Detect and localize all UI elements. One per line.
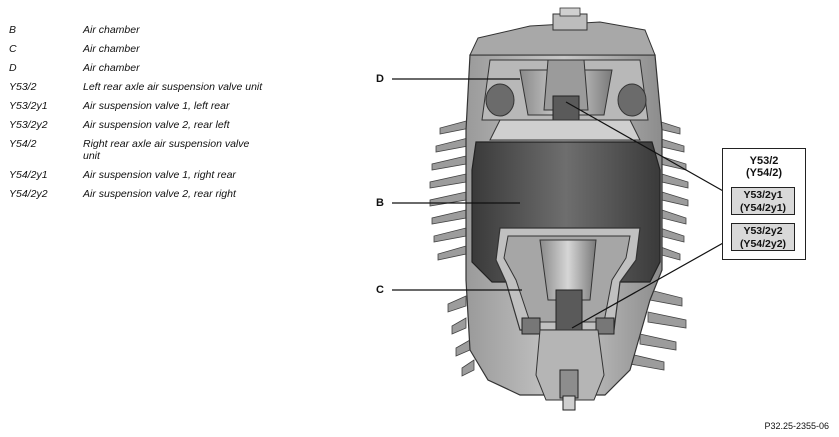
legend-row: Y53/2 Left rear axle air suspension valve… — [9, 81, 279, 93]
legend-desc: Air suspension valve 1, left rear — [83, 100, 230, 112]
ref-item2-line2: (Y54/2y2) — [739, 238, 787, 250]
legend-row: Y53/2y2 Air suspension valve 2, rear left — [9, 119, 279, 131]
ref-title-line1: Y53/2 — [749, 155, 779, 167]
legend-desc: Air chamber — [83, 62, 140, 74]
legend-code: Y53/2y1 — [9, 100, 48, 112]
ref-item2-line1: Y53/2y2 — [743, 225, 783, 237]
legend-desc: Air chamber — [83, 24, 140, 36]
legend-row: C Air chamber — [9, 43, 279, 55]
legend-code: C — [9, 43, 17, 55]
legend: B Air chamber C Air chamber D Air chamber Y… — [9, 24, 279, 207]
legend-row: D Air chamber — [9, 62, 279, 74]
legend-row: Y54/2 Right rear axle air suspension valv… — [9, 138, 279, 162]
legend-code: Y54/2y1 — [9, 169, 48, 181]
leader-lines — [392, 78, 733, 329]
lower-valve-body — [555, 289, 583, 335]
ref-item1-line2: (Y54/2y1) — [739, 202, 787, 214]
legend-row: Y54/2y1 Air suspension valve 1, right rea… — [9, 169, 279, 181]
bottom-stem — [535, 329, 605, 401]
figure-id: P32.25-2355-06 — [764, 421, 829, 431]
callout-d: D — [376, 73, 384, 85]
legend-code: Y54/2 — [9, 138, 37, 150]
ref-item-valve1: Y53/2y1 (Y54/2y1) — [731, 187, 795, 215]
top-cap — [469, 21, 656, 56]
legend-code: Y53/2 — [9, 81, 37, 93]
legend-code: D — [9, 62, 17, 74]
legend-desc: Air suspension valve 1, right rear — [83, 169, 236, 181]
callout-b: B — [376, 197, 384, 209]
legend-code: Y54/2y2 — [9, 188, 48, 200]
leader-line-y1 — [565, 101, 733, 197]
ref-title-line2: (Y54/2) — [745, 167, 783, 179]
legend-row: Y54/2y2 Air suspension valve 2, rear righ… — [9, 188, 279, 200]
callout-c: C — [376, 284, 384, 296]
leader-line-y2 — [571, 237, 733, 329]
valve-unit-reference-box: Y53/2 (Y54/2) Y53/2y1 (Y54/2y1) Y53/2y2 … — [722, 148, 806, 260]
legend-desc: Air suspension valve 2, rear right — [83, 188, 236, 200]
legend-desc: Air chamber — [83, 43, 140, 55]
ref-item-valve2: Y53/2y2 (Y54/2y2) — [731, 223, 795, 251]
legend-desc: Air suspension valve 2, rear left — [83, 119, 230, 131]
legend-desc: Left rear axle air suspension valve unit — [83, 81, 263, 93]
legend-desc: Right rear axle air suspension valve uni… — [83, 138, 250, 162]
legend-code: B — [9, 24, 17, 36]
legend-row: Y53/2y1 Air suspension valve 1, left rear — [9, 100, 279, 112]
legend-row: B Air chamber — [9, 24, 279, 36]
legend-code: Y53/2y2 — [9, 119, 48, 131]
ref-item1-line1: Y53/2y1 — [743, 189, 783, 201]
